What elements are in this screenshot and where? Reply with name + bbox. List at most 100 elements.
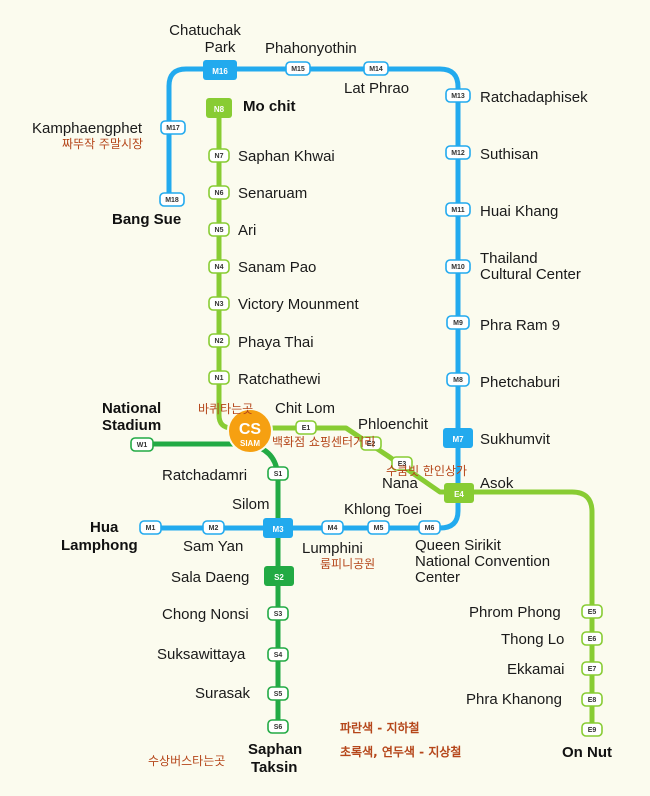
station-code: N8 [214, 105, 225, 114]
station-name: Phra Ram 9 [480, 317, 560, 334]
station-e8[interactable]: E8 [581, 692, 603, 707]
station-code: M14 [369, 66, 383, 73]
station-m11[interactable]: M11 [445, 202, 471, 217]
station-n3[interactable]: N3 [208, 296, 230, 311]
station-code: M5 [374, 525, 384, 532]
station-e3[interactable]: E3 [391, 456, 413, 471]
station-code: M2 [209, 525, 219, 532]
station-name: Ekkamai [507, 661, 565, 678]
station-s2[interactable]: S2 [264, 566, 294, 586]
bts-sukhumvit-line [216, 108, 595, 730]
station-name: Thong Lo [501, 631, 564, 648]
station-m9[interactable]: M9 [446, 315, 470, 330]
station-code: M12 [451, 150, 465, 157]
station-code: N2 [215, 338, 224, 345]
station-name: Senaruam [238, 185, 307, 202]
station-name: Queen Sirikit [415, 537, 502, 554]
station-code: M8 [453, 377, 463, 384]
station-s4[interactable]: S4 [267, 647, 289, 662]
station-name: Ari [238, 222, 256, 239]
station-m6[interactable]: M6 [418, 520, 441, 535]
station-code: M4 [328, 525, 338, 532]
station-n6[interactable]: N6 [208, 185, 230, 200]
station-name: Hua [90, 519, 119, 536]
station-name: Phloenchit [358, 416, 429, 433]
station-name: Ratchathewi [238, 371, 321, 388]
mrt-blue-line [150, 66, 461, 531]
korean-note: 수상버스타는곳 [148, 754, 225, 768]
station-code: E8 [588, 697, 597, 704]
station-e2[interactable]: E2 [360, 436, 382, 451]
station-e7[interactable]: E7 [581, 661, 603, 676]
station-m3[interactable]: M3 [263, 518, 293, 538]
station-name: Chatuchak [169, 22, 241, 39]
station-cs-siam[interactable]: CS SIAM [227, 408, 273, 454]
station-code: N1 [215, 375, 224, 382]
station-n4[interactable]: N4 [208, 259, 230, 274]
station-name: Khlong Toei [344, 501, 422, 518]
station-e9[interactable]: E9 [581, 722, 603, 737]
station-name: Sala Daeng [171, 569, 249, 586]
station-m2[interactable]: M2 [202, 520, 225, 535]
station-name: Mo chit [243, 98, 296, 115]
station-code: M9 [453, 320, 463, 327]
station-e5[interactable]: E5 [581, 604, 603, 619]
station-name: Huai Khang [480, 203, 558, 220]
legend-green: 초록색, 연두색 - 지상철 [340, 744, 461, 759]
station-name: Phaya Thai [238, 334, 314, 351]
station-name: Sukhumvit [480, 431, 551, 448]
station-name: Phetchaburi [480, 374, 560, 391]
station-w1[interactable]: W1 [130, 437, 154, 452]
station-code: S2 [274, 573, 284, 582]
station-name: Phra Khanong [466, 691, 562, 708]
station-name: Sam Yan [183, 538, 243, 555]
station-name: Sanam Pao [238, 259, 316, 276]
station-m4[interactable]: M4 [321, 520, 344, 535]
station-n8[interactable]: N8 [206, 98, 232, 118]
station-code: CS [239, 421, 262, 438]
station-m7[interactable]: M7 [443, 428, 473, 448]
station-m14[interactable]: M14 [363, 61, 389, 76]
station-code: N6 [215, 190, 224, 197]
station-code: M6 [425, 525, 435, 532]
station-code: S6 [274, 724, 283, 731]
station-n2[interactable]: N2 [208, 333, 230, 348]
station-m18[interactable]: M18 [159, 192, 185, 207]
station-m5[interactable]: M5 [367, 520, 390, 535]
station-name: Ratchadamri [162, 467, 247, 484]
korean-note: 수쿰빗 한인상가 [386, 464, 467, 478]
station-code: M17 [166, 125, 180, 132]
station-m16[interactable]: M16 [203, 60, 237, 80]
station-m13[interactable]: M13 [445, 88, 471, 103]
station-n7[interactable]: N7 [208, 148, 230, 163]
station-code: E7 [588, 666, 597, 673]
station-s3[interactable]: S3 [267, 606, 289, 621]
station-e4[interactable]: E4 [444, 483, 474, 503]
station-code: N7 [215, 153, 224, 160]
station-n1[interactable]: N1 [208, 370, 230, 385]
station-s6[interactable]: S6 [267, 719, 289, 734]
station-m10[interactable]: M10 [445, 259, 471, 274]
station-name: Lamphong [61, 537, 138, 554]
station-name: Surasak [195, 685, 251, 702]
station-s1[interactable]: S1 [267, 466, 289, 481]
legend-blue: 파란색 - 지하철 [340, 720, 420, 735]
station-name: Saphan Khwai [238, 148, 335, 165]
station-code: M10 [451, 264, 465, 271]
station-name: Silom [232, 496, 270, 513]
station-m8[interactable]: M8 [446, 372, 470, 387]
station-name: Ratchadaphisek [480, 89, 588, 106]
station-n5[interactable]: N5 [208, 222, 230, 237]
station-s5[interactable]: S5 [267, 686, 289, 701]
station-code: E3 [398, 461, 407, 468]
station-e1[interactable]: E1 [295, 420, 317, 435]
station-m12[interactable]: M12 [445, 145, 471, 160]
station-m17[interactable]: M17 [160, 120, 186, 135]
station-m15[interactable]: M15 [285, 61, 311, 76]
station-code: M13 [451, 93, 465, 100]
station-e6[interactable]: E6 [581, 631, 603, 646]
station-m1[interactable]: M1 [139, 520, 162, 535]
station-code: E4 [454, 490, 464, 499]
station-name: National Convention [415, 553, 550, 570]
